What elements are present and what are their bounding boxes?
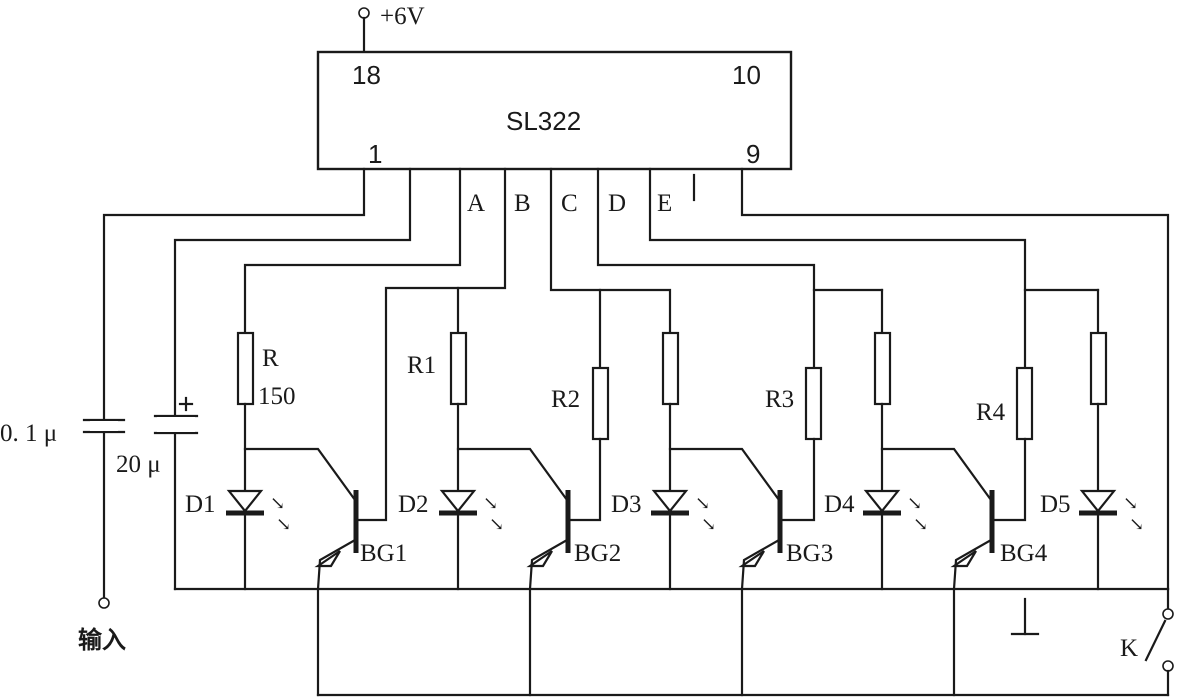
output-label-c: C [561,190,578,217]
output-label-e: E [657,190,672,217]
svg-text:↘: ↘ [1123,493,1138,513]
svg-text:↘: ↘ [276,514,291,534]
led-d3: ↘ ↘ [651,489,716,534]
chip-pin-1: 1 [368,139,382,169]
switch-k-label: K [1120,635,1138,662]
led-d3-label: D3 [611,491,642,518]
transistor-bg3-label: BG3 [786,540,833,567]
svg-text:↘: ↘ [907,493,922,513]
resistor-r3-label: R3 [765,386,794,413]
resistor-r1 [449,331,468,406]
input-label: 输入 [78,626,126,654]
svg-text:↘: ↘ [695,493,710,513]
resistor-r2 [591,366,610,441]
led-d4-label: D4 [824,491,855,518]
led-d2-label: D2 [398,491,429,518]
transistor-bg3 [668,447,783,591]
svg-text:↘: ↘ [483,493,498,513]
chip-pin-18: 18 [352,60,381,90]
cap-c1-label: 0. 1 μ [0,420,57,447]
resistor-r2-label: R2 [551,386,580,413]
svg-text:↘: ↘ [270,493,285,513]
transistor-bg4 [880,447,995,591]
chip-pin-9: 9 [746,139,760,169]
resistor-r-label: R [262,345,279,372]
transistor-bg1-label: BG1 [360,540,407,567]
transistor-bg1 [243,447,359,591]
svg-text:↘: ↘ [1129,514,1144,534]
ground-symbol [1010,597,1040,636]
led-d4: ↘ ↘ [863,489,928,534]
resistor-r3 [804,366,823,441]
resistor-d5 [1089,331,1108,406]
svg-text:↘: ↘ [913,514,928,534]
svg-text:↘: ↘ [489,514,504,534]
resistor-r [236,331,255,406]
resistor-d3 [661,331,680,406]
switch-k [1144,587,1174,697]
resistor-r1-label: R1 [407,352,436,379]
transistor-bg2 [456,447,571,591]
ic-chip-sl322 [316,50,793,171]
cap-c2-label: 20 μ [116,451,161,478]
output-label-a: A [467,190,485,217]
chip-pin-10: 10 [732,60,761,90]
chip-name: SL322 [506,106,581,136]
transistor-bg2-label: BG2 [574,540,621,567]
resistor-r-value: 150 [258,383,296,410]
input-terminal [98,597,110,609]
led-d5-label: D5 [1040,491,1071,518]
led-d1: ↘ ↘ [226,489,291,534]
svg-text:↘: ↘ [701,514,716,534]
resistor-r4-label: R4 [976,399,1006,426]
output-label-b: B [514,190,531,217]
resistor-d4 [873,331,892,406]
power-label: +6V [380,3,425,30]
power-terminal [358,7,370,19]
led-d2: ↘ ↘ [439,489,504,534]
led-d5: ↘ ↘ [1079,489,1144,534]
output-label-d: D [608,190,626,217]
led-d1-label: D1 [185,491,216,518]
resistor-r4 [1015,366,1034,441]
transistor-bg4-label: BG4 [1000,540,1048,567]
